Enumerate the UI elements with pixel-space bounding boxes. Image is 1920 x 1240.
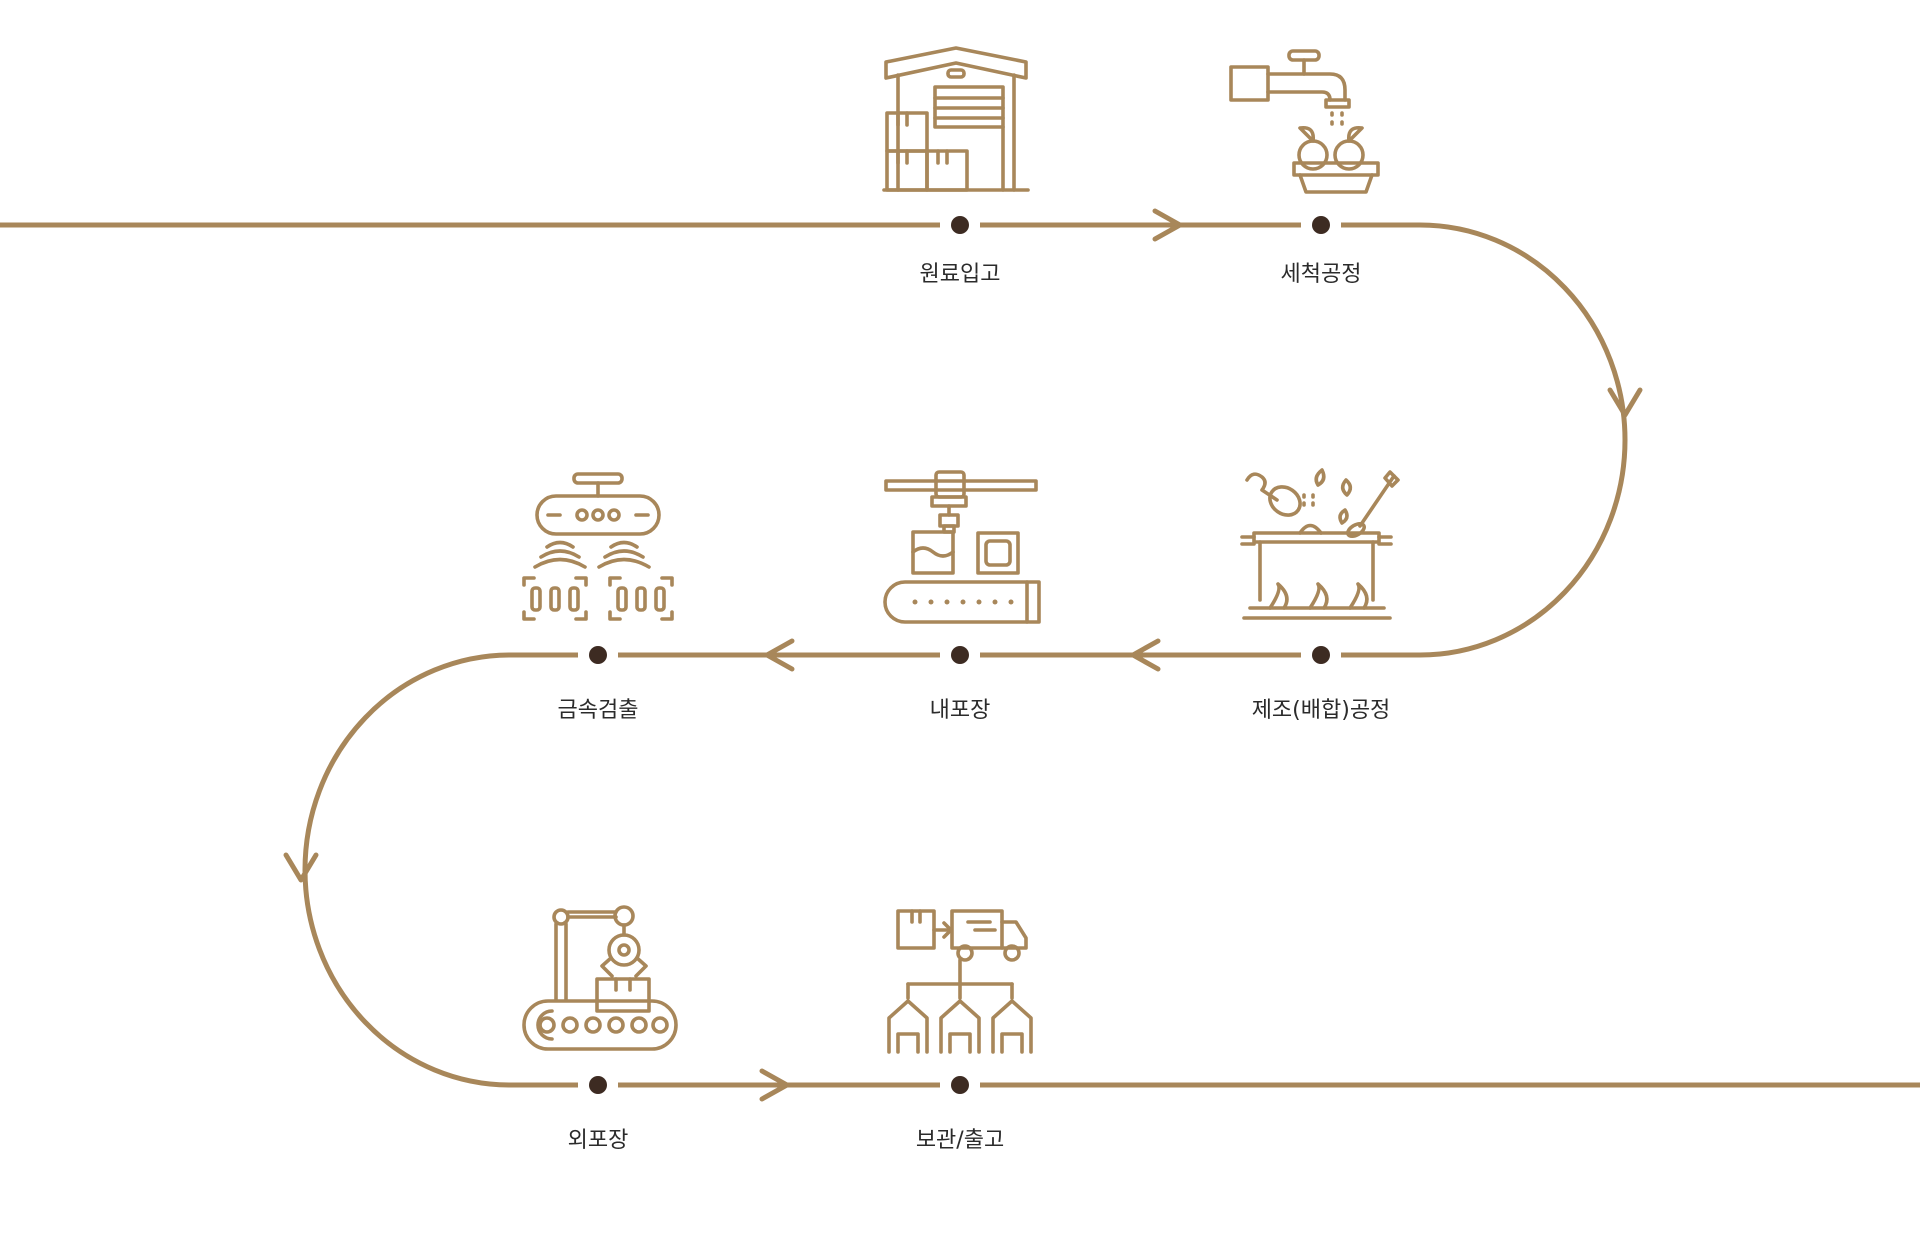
metal-detector-icon <box>522 472 674 621</box>
step-node-dot <box>589 1076 607 1094</box>
robot-arm-conveyor-icon <box>522 905 678 1051</box>
step-node-dot <box>589 646 607 664</box>
step-label-inner-packing: 내포장 <box>930 698 991 723</box>
step-node-dot <box>1312 646 1330 664</box>
faucet-washing-icon <box>1229 49 1380 194</box>
step-label-metal-detection: 금속검출 <box>558 698 639 723</box>
filling-machine-icon <box>883 470 1041 624</box>
step-node-dot <box>951 646 969 664</box>
step-node-dot <box>1312 216 1330 234</box>
arrow-down-icon <box>1607 387 1643 418</box>
arrow-left-icon <box>764 638 795 672</box>
step-label-washing: 세척공정 <box>1281 262 1362 287</box>
step-label-storage-shipping: 보관/출고 <box>916 1128 1004 1153</box>
step-node-dot <box>951 216 969 234</box>
arrow-right-icon <box>759 1068 790 1102</box>
step-label-outer-packing: 외포장 <box>568 1128 629 1153</box>
step-label-manufacturing: 제조(배합)공정 <box>1252 698 1391 723</box>
arrow-right-icon <box>1152 208 1183 242</box>
arrow-left-icon <box>1130 638 1161 672</box>
step-label-receiving: 원료입고 <box>920 262 1001 287</box>
step-node-dot <box>951 1076 969 1094</box>
warehouse-icon <box>882 46 1030 192</box>
arrow-down-icon <box>283 852 319 883</box>
cooking-pot-icon <box>1240 468 1400 620</box>
distribution-truck-icon <box>887 909 1033 1054</box>
